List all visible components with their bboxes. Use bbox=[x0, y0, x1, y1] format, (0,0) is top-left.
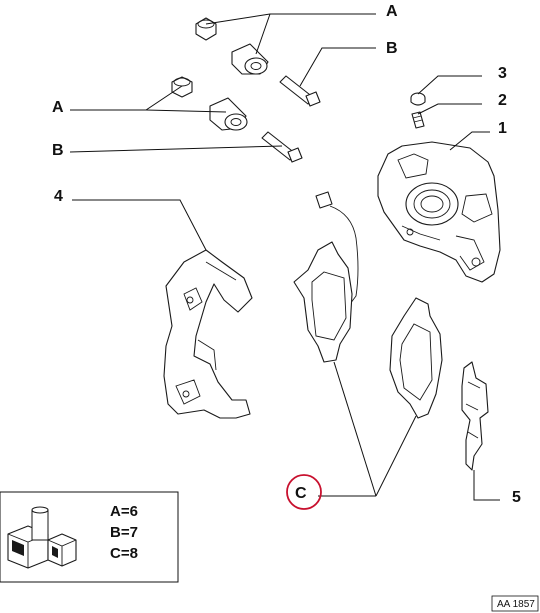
legend-line-c: C=8 bbox=[110, 545, 138, 562]
callout-c-highlight-ring bbox=[286, 474, 322, 510]
drawing-code-box: AA 1857 bbox=[491, 595, 539, 612]
anti-rattle-clip bbox=[461, 361, 489, 471]
callout-b-left: B bbox=[52, 142, 64, 159]
drawing-code: AA 1857 bbox=[497, 599, 535, 610]
guide-pin-left bbox=[261, 131, 303, 163]
kit-box-icon bbox=[7, 506, 77, 569]
brake-pad-inner bbox=[293, 241, 353, 363]
callout-4: 4 bbox=[54, 188, 63, 205]
brake-pad-outer bbox=[389, 297, 443, 419]
kit-legend-box: A=6 B=7 C=8 bbox=[0, 491, 179, 583]
guide-pin-top bbox=[279, 75, 321, 107]
sleeve-top bbox=[231, 43, 269, 75]
bushing-top bbox=[195, 17, 217, 41]
caliper-bracket bbox=[163, 249, 253, 419]
callout-a-left: A bbox=[52, 99, 64, 116]
callout-b-top: B bbox=[386, 40, 398, 57]
caliper-body bbox=[377, 141, 501, 283]
callout-2: 2 bbox=[498, 92, 507, 109]
wear-sensor bbox=[315, 191, 359, 305]
callout-3: 3 bbox=[498, 65, 507, 82]
legend-line-b: B=7 bbox=[110, 524, 138, 541]
bleed-screw bbox=[411, 111, 425, 129]
sleeve-left bbox=[209, 97, 248, 131]
callout-5: 5 bbox=[512, 489, 521, 506]
callout-1: 1 bbox=[498, 120, 507, 137]
callout-c: C bbox=[295, 485, 307, 502]
legend-line-a: A=6 bbox=[110, 503, 138, 520]
leader-lines bbox=[69, 13, 500, 501]
bleed-cap bbox=[410, 92, 426, 106]
callout-a-top: A bbox=[386, 3, 398, 20]
bushing-left bbox=[171, 76, 193, 98]
